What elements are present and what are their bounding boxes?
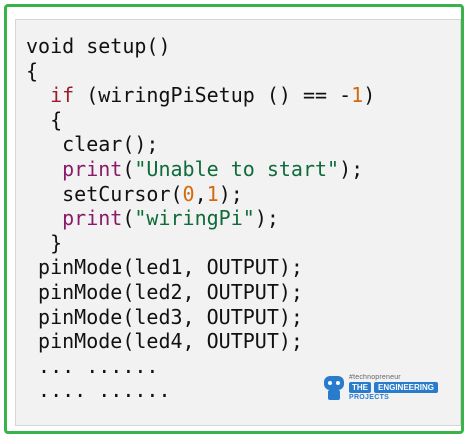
robot-icon	[320, 372, 344, 402]
code-line: {	[26, 108, 450, 133]
code-token: pinMode(led3, OUTPUT);	[38, 304, 303, 329]
code-line: {	[26, 59, 450, 84]
watermark-top-text: #technopreneur	[348, 373, 401, 381]
code-token: ... ......	[38, 353, 159, 378]
code-token: print	[62, 156, 123, 181]
code-token: }	[50, 230, 63, 255]
code-line: print("Unable to start");	[26, 157, 450, 182]
code-block: void setup(){ if (wiringPiSetup () == -1…	[26, 34, 450, 415]
code-line: .... ......	[26, 378, 450, 403]
code-line: void setup()	[26, 34, 450, 59]
code-indent	[26, 83, 50, 107]
code-token: );	[254, 206, 279, 231]
code-indent	[26, 378, 38, 402]
code-panel: void setup(){ if (wiringPiSetup () == -1…	[15, 19, 461, 426]
code-line: }	[26, 231, 450, 256]
code-token: "Unable to start"	[134, 156, 340, 181]
code-token: void setup()	[26, 34, 171, 58]
code-indent	[26, 108, 50, 132]
code-token: 1	[206, 181, 219, 206]
code-token: ,	[194, 181, 207, 206]
code-token: if	[50, 83, 75, 108]
code-token: "wiringPi"	[134, 206, 255, 231]
code-token: {	[50, 107, 63, 132]
code-line: if (wiringPiSetup () == -1)	[26, 83, 450, 108]
code-indent	[26, 354, 38, 378]
code-line: pinMode(led2, OUTPUT);	[26, 280, 450, 305]
code-token: {	[26, 58, 39, 83]
code-token: pinMode(led4, OUTPUT);	[38, 329, 303, 354]
code-indent	[26, 132, 62, 156]
code-token: );	[218, 181, 243, 206]
code-line: print("wiringPi");	[26, 206, 450, 231]
code-token: print	[62, 206, 123, 231]
code-indent	[26, 255, 38, 279]
code-token: 1	[351, 83, 364, 108]
code-token: )	[363, 83, 376, 108]
code-line: pinMode(led4, OUTPUT);	[26, 329, 450, 354]
watermark-projects: PROJECTS	[348, 393, 390, 401]
code-token: (	[122, 206, 135, 231]
watermark-text: #technopreneur THE ENGINEERING PROJECTS	[348, 373, 438, 401]
code-token: 0	[182, 181, 195, 206]
code-token: );	[339, 156, 364, 181]
code-line: ... ......	[26, 354, 450, 379]
code-line: pinMode(led3, OUTPUT);	[26, 305, 450, 330]
code-indent	[26, 157, 62, 181]
code-line: clear();	[26, 132, 450, 157]
code-token: pinMode(led2, OUTPUT);	[38, 279, 303, 304]
code-indent	[26, 329, 38, 353]
code-token: clear();	[62, 132, 159, 157]
code-indent	[26, 206, 62, 230]
code-token: pinMode(led1, OUTPUT);	[38, 255, 303, 280]
watermark-badge: THE ENGINEERING	[348, 381, 438, 393]
code-indent	[26, 182, 62, 206]
code-indent	[26, 280, 38, 304]
watermark-the: THE	[348, 381, 371, 393]
code-token: .... ......	[38, 378, 171, 403]
watermark-engineering: ENGINEERING	[373, 381, 438, 393]
code-line: setCursor(0,1);	[26, 182, 450, 207]
code-snippet-frame: void setup(){ if (wiringPiSetup () == -1…	[4, 4, 464, 434]
code-token: (	[122, 156, 135, 181]
code-token: setCursor(	[62, 181, 183, 206]
code-line: pinMode(led1, OUTPUT);	[26, 255, 450, 280]
code-indent	[26, 305, 38, 329]
the-engineering-projects-watermark: #technopreneur THE ENGINEERING PROJECTS	[320, 365, 438, 409]
code-indent	[26, 231, 50, 255]
code-token: (wiringPiSetup () == -	[74, 83, 352, 108]
